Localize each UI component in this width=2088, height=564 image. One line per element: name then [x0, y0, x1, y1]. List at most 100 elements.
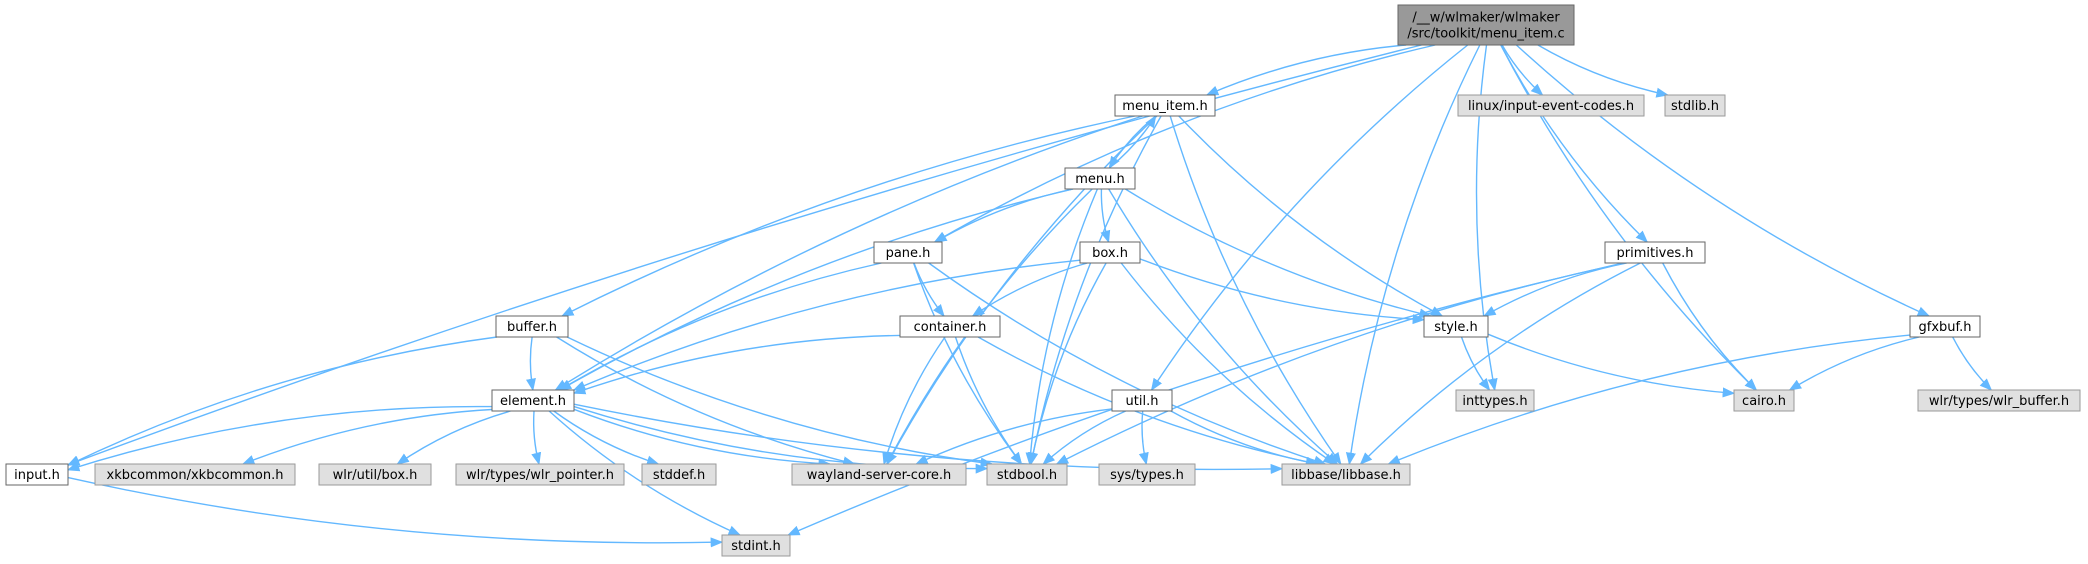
edge-menu_h-to-libbase_h	[1108, 188, 1339, 465]
node-label: wlr/types/wlr_pointer.h	[466, 468, 614, 483]
node-buffer-h[interactable]: buffer.h	[495, 315, 569, 338]
node-stdint-h: stdint.h	[721, 534, 791, 557]
edge-util_h-to-libbase_h	[1170, 410, 1319, 467]
edge-menu_h-to-style_h	[1124, 188, 1432, 319]
edge-pane_h-to-libbase_h	[928, 262, 1327, 466]
edge-element_h-to-wlr_box_h	[396, 410, 511, 465]
edge-menu_item_h-to-element_h	[554, 115, 1143, 391]
node-sys-types-h: sys/types.h	[1098, 463, 1196, 486]
edge-root-to-stdlib_h	[1537, 44, 1669, 98]
node-box	[1281, 463, 1411, 486]
node-stdlib-h: stdlib.h	[1664, 94, 1726, 117]
node-element-h[interactable]: element.h	[491, 389, 575, 412]
edge-box_h-to-style_h	[1139, 258, 1426, 325]
node-box-h[interactable]: box.h	[1079, 241, 1141, 264]
edge-menu_item_h-to-style_h	[1178, 115, 1444, 317]
node-pane-h[interactable]: pane.h	[873, 241, 943, 264]
node-label: pane.h	[886, 246, 931, 261]
edge-util_h-to-stdbool_h	[1042, 410, 1126, 465]
edge-menu_item_h-to-buffer_h	[560, 115, 1136, 317]
node-label: wlr/util/box.h	[333, 468, 418, 483]
node-box	[1457, 94, 1645, 117]
edge-element_h-to-input_h	[66, 405, 493, 472]
node-stddef-h: stddef.h	[641, 463, 717, 486]
node-label: wlr/types/wlr_buffer.h	[1929, 394, 2069, 409]
edge-buffer_h-to-wayland_h	[556, 336, 856, 467]
node-box	[1917, 389, 2081, 412]
edge-root-to-input_h	[66, 44, 1422, 466]
node-box	[899, 315, 1001, 338]
node-primitives-h[interactable]: primitives.h	[1604, 241, 1706, 264]
edge-root-to-libbase_h	[1345, 44, 1481, 466]
edge-primitives_h-to-stdint_h	[787, 262, 1623, 536]
node-box	[318, 463, 432, 486]
node-cairo-h: cairo.h	[1733, 389, 1795, 412]
edge-menu_h-to-pane_h	[934, 188, 1073, 243]
node-box	[986, 463, 1068, 486]
node-wlr-buffer-h: wlr/types/wlr_buffer.h	[1917, 389, 2081, 412]
edge-input_h-to-stdint_h	[67, 476, 724, 548]
edge-buffer_h-to-input_h	[66, 336, 497, 466]
node-box	[1664, 94, 1726, 117]
node-label: menu.h	[1075, 172, 1125, 187]
edge-primitives_h-to-libbase_h	[1359, 262, 1641, 465]
edge-gfxbuf_h-to-libbase_h	[1387, 334, 1911, 465]
edge-container_h-to-wayland_h	[882, 336, 946, 466]
node-label: gfxbuf.h	[1918, 320, 1971, 335]
node-box	[1423, 315, 1489, 338]
node-root[interactable]: /__w/wlmaker/wlmaker/src/toolkit/menu_it…	[1397, 4, 1575, 46]
node-util-h[interactable]: util.h	[1111, 389, 1173, 412]
node-box	[491, 389, 575, 412]
edge-style_h-to-inttypes_h	[1460, 336, 1491, 392]
edge-box_h-to-element_h	[572, 259, 1081, 391]
node-label: stddef.h	[653, 468, 705, 483]
node-menu-item-h[interactable]: menu_item.h	[1114, 94, 1216, 117]
node-label: container.h	[914, 320, 987, 335]
edge-element_h-to-stddef_h	[553, 410, 660, 466]
edge-element_h-to-stdint_h	[548, 410, 742, 536]
edge-pane_h-to-stdbool_h	[912, 262, 1023, 466]
edge-menu_h-to-element_h	[558, 188, 1074, 391]
edge-primitives_h-to-style_h	[1483, 262, 1627, 317]
edge-menu_h-to-stdbool_h	[1025, 188, 1099, 466]
node-box	[873, 241, 943, 264]
edge-pane_h-to-element_h	[558, 262, 882, 391]
node-input-h[interactable]: input.h	[5, 463, 69, 486]
node-box	[94, 463, 296, 486]
node-box	[1114, 94, 1216, 117]
edge-gfxbuf_h-to-wlr_buffer_h	[1952, 336, 1993, 391]
node-label: buffer.h	[507, 320, 557, 335]
node-box	[1455, 389, 1535, 412]
node-gfxbuf-h[interactable]: gfxbuf.h	[1909, 315, 1981, 338]
node-box	[1397, 4, 1575, 46]
node-label: element.h	[500, 394, 566, 409]
node-box	[495, 315, 569, 338]
edge-root-to-pane_h	[933, 44, 1436, 243]
node-label: box.h	[1092, 246, 1128, 261]
node-box	[1111, 389, 1173, 412]
node-label: cairo.h	[1742, 394, 1786, 409]
node-box	[1098, 463, 1196, 486]
node-inttypes-h: inttypes.h	[1455, 389, 1535, 412]
node-box	[1909, 315, 1981, 338]
node-box	[455, 463, 625, 486]
edge-box_h-to-stdbool_h	[1028, 262, 1107, 466]
node-linux-input: linux/input-event-codes.h	[1457, 94, 1645, 117]
node-label: inttypes.h	[1462, 394, 1527, 409]
node-box	[721, 534, 791, 557]
edge-menu_h-to-menu_item_h	[1108, 114, 1157, 169]
node-label: sys/types.h	[1110, 468, 1184, 483]
node-wayland-h: wayland-server-core.h	[791, 463, 967, 486]
edge-root-to-linux_input	[1501, 44, 1544, 96]
node-container-h[interactable]: container.h	[899, 315, 1001, 338]
node-box	[791, 463, 967, 486]
edge-element_h-to-wlr_pointer_h	[531, 410, 542, 466]
node-label: wayland-server-core.h	[807, 468, 952, 483]
edge-layer	[66, 44, 1993, 548]
node-style-h[interactable]: style.h	[1423, 315, 1489, 338]
node-label: menu_item.h	[1122, 99, 1207, 114]
edge-box_h-to-libbase_h	[1120, 262, 1336, 465]
node-xkbcommon-h: xkbcommon/xkbcommon.h	[94, 463, 296, 486]
node-menu-h[interactable]: menu.h	[1064, 167, 1136, 190]
